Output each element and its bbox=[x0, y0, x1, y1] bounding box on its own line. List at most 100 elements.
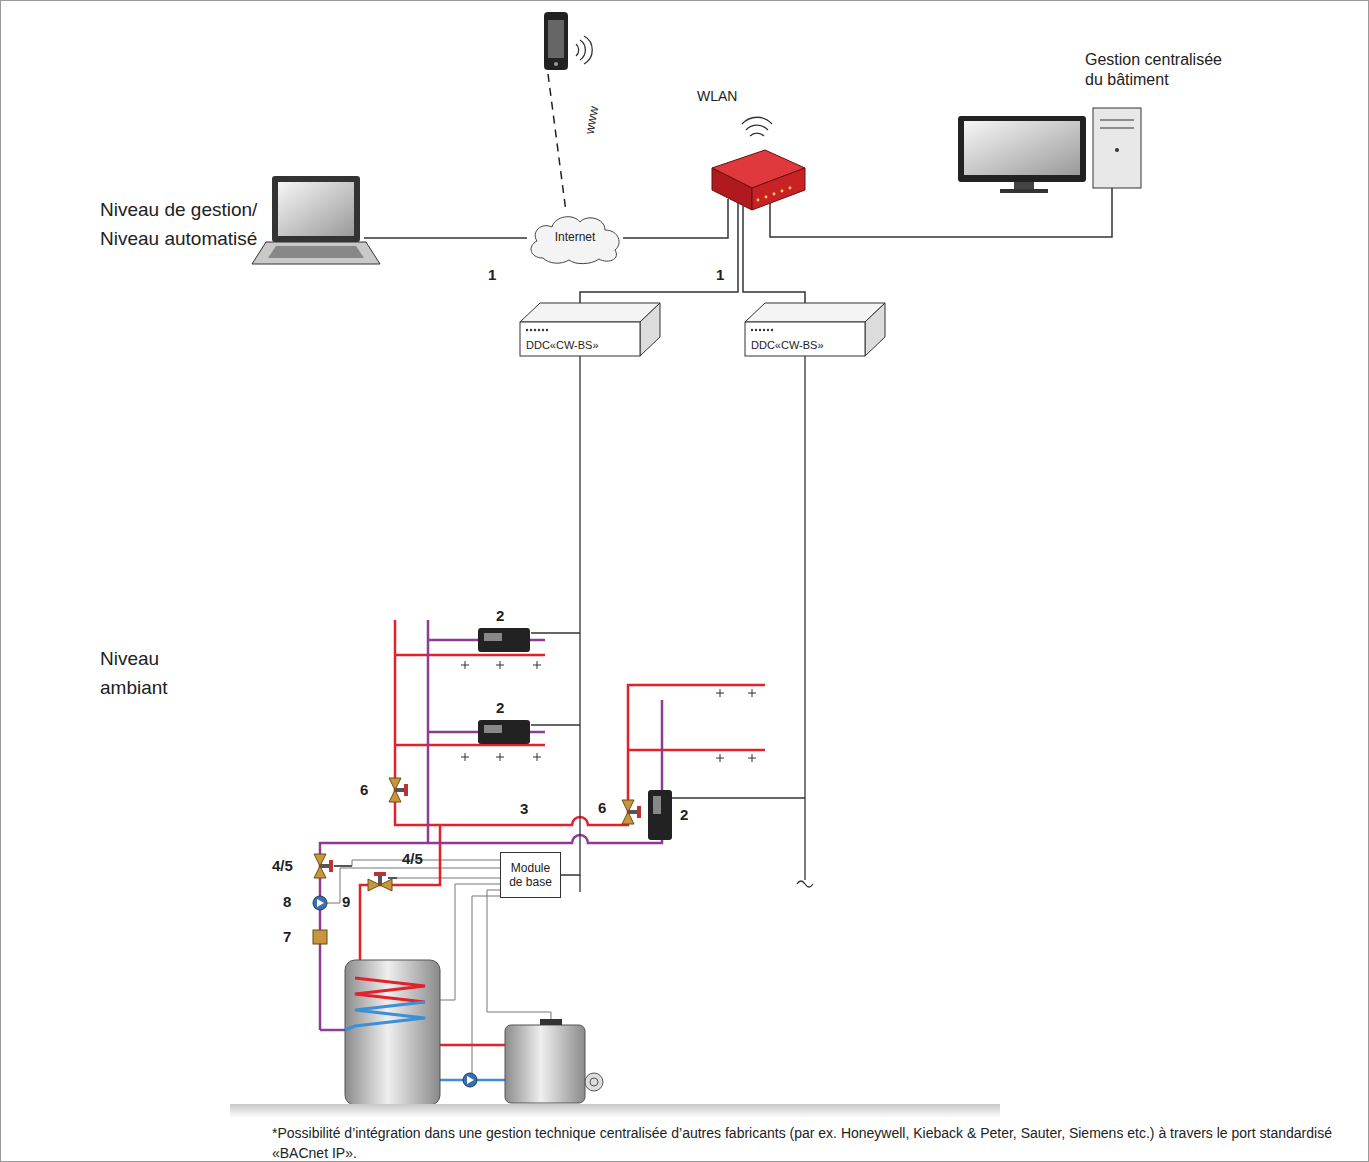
status-leds bbox=[530, 329, 532, 331]
valve-symbol bbox=[313, 930, 327, 944]
workstation-icon bbox=[1115, 148, 1119, 152]
return-pipe bbox=[320, 1029, 345, 1032]
bus-line bbox=[531, 632, 580, 633]
callout-number: 6 bbox=[598, 799, 606, 818]
callout-number: 6 bbox=[360, 781, 368, 800]
callout-number: 4/5 bbox=[402, 850, 423, 869]
controller-box: DDC«CW-BS» bbox=[520, 322, 640, 356]
status-leds bbox=[526, 329, 773, 331]
pump-symbol bbox=[317, 899, 324, 907]
room-controller bbox=[648, 790, 672, 840]
laptop-icon bbox=[268, 246, 364, 258]
internet-link bbox=[548, 74, 566, 212]
bus-connector bbox=[561, 356, 580, 875]
callout-number: 3 bbox=[520, 800, 528, 819]
pump-symbol bbox=[467, 1076, 474, 1084]
network-label: www bbox=[582, 105, 603, 136]
wifi-waves bbox=[746, 125, 768, 130]
router-icon bbox=[712, 150, 805, 210]
ddc-housing bbox=[520, 303, 660, 322]
bus-line bbox=[579, 875, 580, 892]
wifi-waves bbox=[576, 36, 772, 136]
control-wire bbox=[472, 896, 500, 1073]
valve-symbol bbox=[314, 854, 333, 878]
controller-box: DDC«CW-BS» bbox=[745, 322, 865, 356]
status-leds bbox=[759, 329, 761, 331]
status-leds bbox=[763, 329, 765, 331]
callout-number: 1 bbox=[488, 266, 496, 285]
callout-number: 1 bbox=[716, 266, 724, 285]
router-icon bbox=[781, 190, 784, 193]
system-label: Gestion centralisée du bâtiment bbox=[1085, 50, 1235, 90]
supply-pipe bbox=[360, 825, 440, 960]
wifi-waves bbox=[584, 36, 592, 64]
valve-symbol bbox=[389, 778, 408, 802]
module-box: Module de base bbox=[500, 852, 561, 898]
return-pipe bbox=[530, 731, 545, 734]
wifi-waves bbox=[576, 44, 579, 56]
laptop-icon bbox=[252, 242, 380, 264]
smartphone-icon bbox=[554, 62, 558, 66]
network-cable bbox=[364, 188, 1112, 303]
radiator-symbol bbox=[748, 689, 756, 697]
radiator-symbol bbox=[533, 661, 541, 669]
router-icon bbox=[757, 199, 760, 202]
storage-tank bbox=[345, 1002, 425, 1030]
router-icon bbox=[765, 196, 768, 199]
supply-pipe bbox=[440, 1044, 505, 1047]
status-leds bbox=[526, 329, 528, 331]
network-cable bbox=[770, 188, 1112, 237]
temperature-sensor bbox=[334, 865, 352, 867]
workstation-icon bbox=[958, 116, 1086, 182]
callout-number: 2 bbox=[496, 699, 504, 718]
bus-line bbox=[531, 724, 580, 725]
router-icon bbox=[773, 193, 776, 196]
status-leds bbox=[538, 329, 540, 331]
bus-line bbox=[531, 356, 813, 892]
workstation-icon bbox=[958, 108, 1141, 193]
bus-line bbox=[797, 881, 813, 887]
workstation-icon bbox=[1014, 182, 1034, 190]
ddc-housing bbox=[745, 322, 865, 356]
boiler bbox=[590, 1078, 598, 1086]
wifi-waves bbox=[750, 133, 764, 136]
boiler bbox=[505, 1019, 603, 1103]
network-cable bbox=[623, 199, 728, 238]
supply-pipe bbox=[395, 744, 545, 747]
room-controller bbox=[484, 633, 502, 641]
boiler bbox=[585, 1073, 603, 1091]
supply-pipe bbox=[395, 654, 545, 657]
level-label: Niveau ambiant bbox=[100, 645, 210, 702]
workstation-icon bbox=[1093, 108, 1141, 188]
temperature-sensor bbox=[388, 877, 397, 879]
room-controller bbox=[478, 628, 530, 652]
router-icon bbox=[752, 168, 805, 210]
radiator-symbol bbox=[716, 689, 724, 697]
laptop-icon bbox=[272, 176, 360, 242]
return-pipe bbox=[320, 700, 662, 1030]
ddc-housing bbox=[520, 303, 885, 356]
bus-line bbox=[804, 356, 805, 880]
level-label: Niveau de gestion/ Niveau automatisé bbox=[100, 196, 290, 253]
control-wire bbox=[440, 884, 500, 1000]
workstation-icon bbox=[1100, 120, 1134, 121]
workstation-icon bbox=[1100, 128, 1134, 129]
ddc-housing bbox=[865, 303, 885, 356]
room-controller bbox=[653, 796, 661, 814]
room-controller bbox=[484, 725, 502, 733]
status-leds bbox=[755, 329, 757, 331]
caption: *Possibilité d’intégration dans une gest… bbox=[272, 1124, 1332, 1162]
smartphone-icon bbox=[544, 12, 568, 70]
supply-pipe bbox=[628, 749, 765, 752]
valve-symbol bbox=[313, 778, 641, 944]
cloud-outline bbox=[531, 217, 619, 264]
boiler bbox=[540, 1019, 562, 1025]
pump-symbol bbox=[463, 1073, 477, 1087]
valve-symbol bbox=[622, 800, 641, 824]
radiator-symbol bbox=[461, 753, 469, 761]
status-leds bbox=[546, 329, 548, 331]
pump-symbol bbox=[313, 896, 327, 910]
radiator-symbol bbox=[748, 754, 756, 762]
